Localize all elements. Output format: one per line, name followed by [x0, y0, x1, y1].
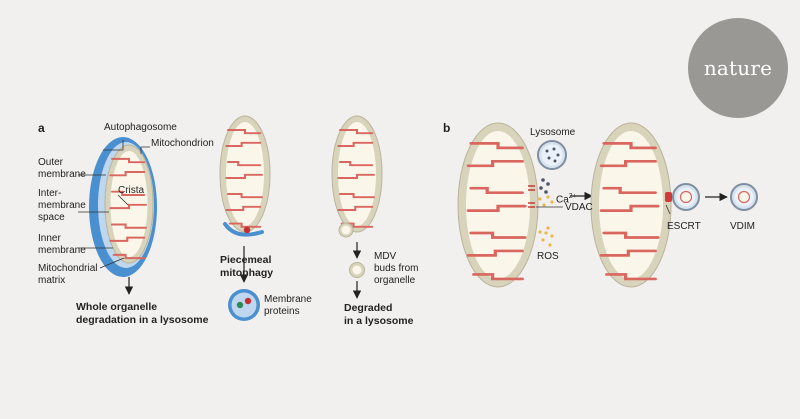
mitochondrion-whole	[104, 144, 154, 264]
mitochondrion-mdv	[331, 115, 383, 238]
vdim-vesicle	[730, 183, 758, 211]
label-autophagosome: Autophagosome	[104, 122, 177, 133]
label-piecemeal-mitophagy: Piecemeal mitophagy	[220, 254, 274, 279]
mitochondrion-b-left	[457, 122, 539, 288]
mdv-vesicle	[349, 262, 365, 278]
label-mdv: MDV buds from organelle	[374, 251, 419, 286]
leader-lines-a	[78, 140, 150, 269]
label-membrane-proteins: Membrane proteins	[264, 294, 312, 317]
ros-dots	[538, 195, 554, 247]
autolysosome-with-proteins	[228, 289, 260, 321]
partial-autophagosome	[223, 222, 264, 237]
label-escrt: ESCRT	[667, 221, 701, 232]
label-ros: ROS	[537, 251, 559, 262]
label-whole-degradation: Whole organelle degradation in a lysosom…	[76, 301, 209, 326]
vdac-channels	[528, 185, 535, 208]
label-inner-membrane: Inner membrane	[38, 233, 86, 256]
label-outer-membrane: Outer membrane	[38, 157, 86, 180]
mitochondrion-piecemeal	[219, 115, 271, 237]
budding-vdim	[672, 183, 700, 211]
membrane-protein-dot	[243, 226, 251, 234]
nature-logo-text: nature	[703, 56, 773, 80]
label-crista: Crista	[118, 185, 145, 196]
label-degraded-lysosome: Degraded in a lysosome	[344, 302, 414, 327]
label-vdac: VDAC	[565, 202, 593, 213]
label-vdim: VDIM	[730, 221, 755, 232]
label-calcium-sup: 2+	[568, 193, 577, 200]
calcium-ions	[539, 178, 550, 194]
label-lysosome: Lysosome	[530, 127, 576, 138]
escrt-leader	[665, 204, 671, 215]
label-mitochondrion: Mitochondrion	[151, 138, 214, 149]
mitochondrion-b-right	[590, 122, 672, 288]
panel-a-tag: a	[38, 121, 45, 135]
label-calcium: Ca2+	[556, 179, 577, 206]
label-calcium-base: Ca	[556, 194, 569, 206]
nature-logo: nature	[688, 18, 788, 118]
label-intermembrane-space: Inter- membrane space	[38, 188, 86, 223]
escrt-complex	[665, 192, 672, 202]
lysosome-b	[537, 140, 567, 170]
label-mitochondrial-matrix: Mitochondrial matrix	[38, 263, 98, 286]
panel-b-tag: b	[443, 121, 451, 135]
